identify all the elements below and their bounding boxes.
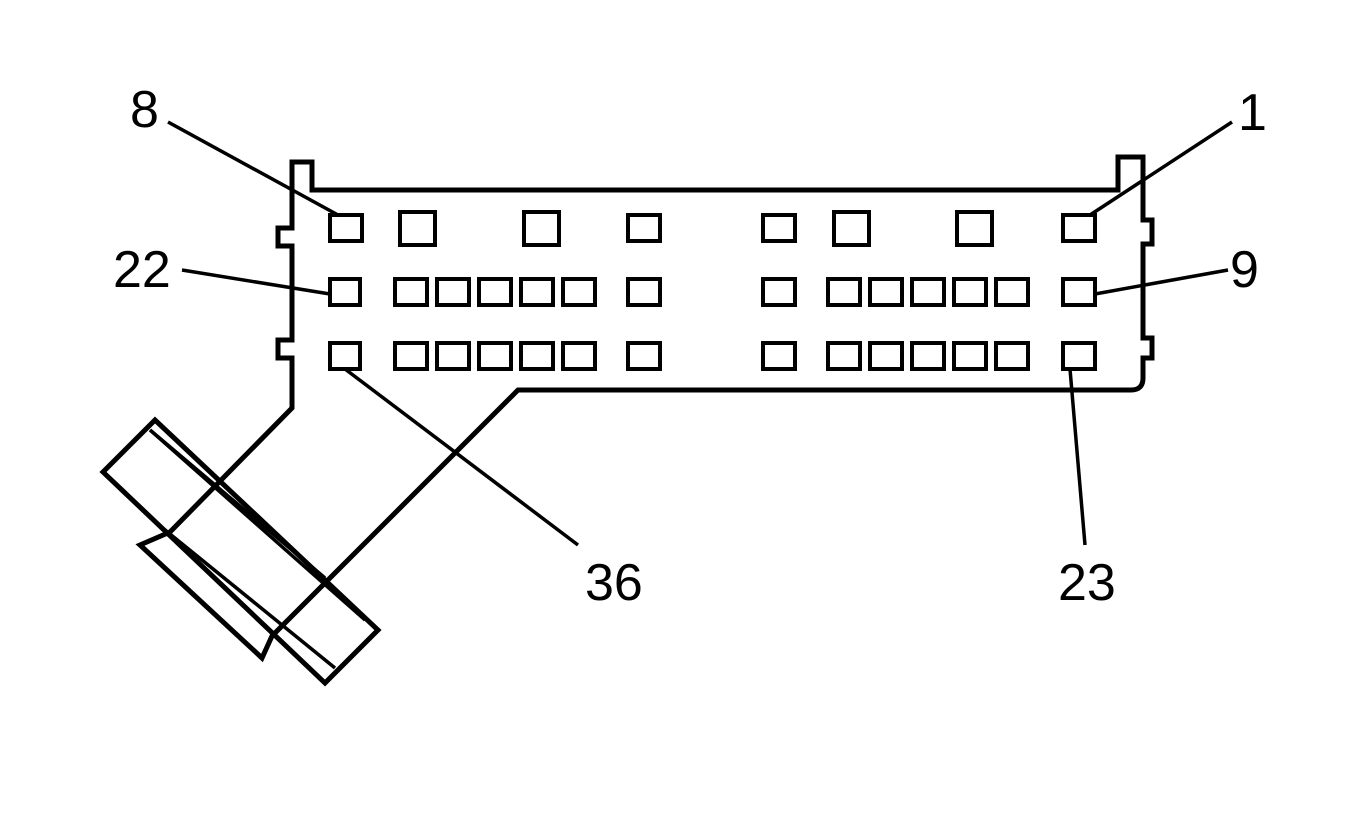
pin-cavity [519, 277, 555, 307]
pin-cavity [626, 341, 662, 371]
pin-cavity [826, 341, 862, 371]
connector-housing [135, 154, 1155, 663]
leader-line-pin-9 [1094, 268, 1229, 296]
pin-cavity [477, 341, 513, 371]
pin-cavity [868, 341, 904, 371]
pin-cavity [561, 341, 597, 371]
pin-cavity [435, 277, 471, 307]
pin-cavity [955, 210, 994, 247]
pin-label-36: 36 [585, 554, 643, 612]
pin-label-23: 23 [1058, 554, 1116, 612]
pin-cavity [761, 277, 797, 307]
pin-cavity [398, 210, 437, 247]
pin-cavity [994, 277, 1030, 307]
pin-cavity [522, 210, 561, 247]
pin-cavity [1061, 277, 1097, 307]
pin-cavity [1061, 341, 1097, 371]
pin-cavity [435, 341, 471, 371]
pin-cavity [519, 341, 555, 371]
leader-line-pin-23 [1068, 368, 1087, 546]
pin-row-2 [328, 277, 1097, 307]
leader-line-pin-8 [167, 120, 339, 217]
pin-label-8: 8 [130, 81, 159, 139]
connector-latch [99, 416, 382, 687]
pin-row-3 [328, 341, 1097, 371]
latch-line [148, 428, 367, 622]
pin-cavity [868, 277, 904, 307]
pin-cavity [952, 341, 988, 371]
pin-label-22: 22 [113, 241, 171, 299]
pin-cavity [1061, 213, 1097, 243]
pin-label-1: 1 [1238, 84, 1267, 142]
leader-line-pin-22 [181, 268, 331, 296]
pin-cavity [952, 277, 988, 307]
pin-cavity [761, 213, 797, 243]
pin-cavity [626, 213, 662, 243]
leader-line-pin-36 [343, 367, 580, 547]
pin-label-9: 9 [1230, 241, 1259, 299]
pin-cavity [328, 341, 362, 371]
pin-cavity [561, 277, 597, 307]
latch-line [163, 528, 337, 670]
pin-cavity [477, 277, 513, 307]
pin-cavity [761, 341, 797, 371]
pin-cavity [994, 341, 1030, 371]
pin-cavity [910, 277, 946, 307]
pin-cavity [393, 277, 429, 307]
pin-row-1 [328, 210, 1097, 247]
pin-cavity [910, 341, 946, 371]
pin-cavity [393, 341, 429, 371]
leader-line-pin-1 [1089, 120, 1233, 217]
pin-cavity [328, 277, 362, 307]
pin-cavity [826, 277, 862, 307]
pin-cavity [832, 210, 871, 247]
pin-cavity [328, 213, 364, 243]
pin-cavity [626, 277, 662, 307]
